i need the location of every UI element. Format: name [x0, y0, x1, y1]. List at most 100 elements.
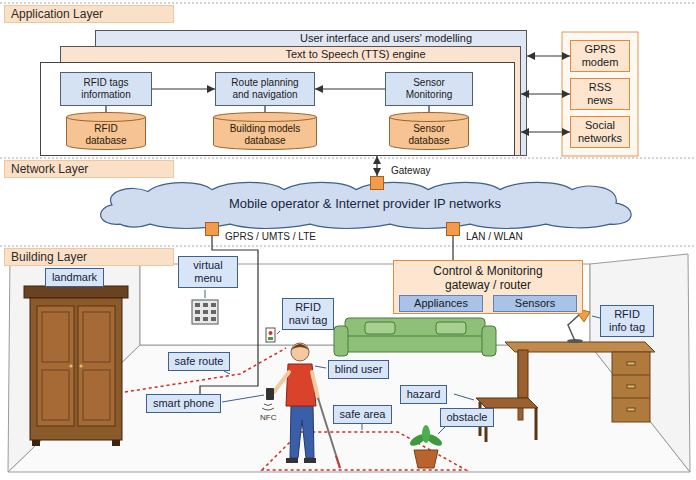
leader-line	[277, 331, 280, 334]
keypad	[203, 310, 208, 314]
keypad	[195, 317, 200, 321]
plant	[408, 425, 444, 468]
wardrobe	[42, 312, 69, 362]
node-text: Sensors	[515, 297, 555, 310]
sofa	[334, 318, 496, 356]
sofa	[436, 322, 466, 334]
callout-box: safe route	[168, 352, 230, 371]
sofa	[340, 336, 490, 352]
node-text: safe route	[175, 355, 224, 368]
process-box: Sensor Monitoring	[385, 72, 473, 106]
layer-divider	[0, 3, 696, 4]
blind-user-figure	[286, 458, 298, 463]
room	[590, 254, 690, 472]
node-text: User interface and users' modelling	[245, 31, 527, 45]
callout-box: obstacle	[440, 408, 494, 427]
layer-band: Building Layer	[4, 248, 174, 266]
connector	[521, 93, 570, 94]
chair	[476, 398, 538, 408]
callout-box: hazard	[400, 385, 447, 404]
keypad	[203, 317, 208, 321]
leader-line	[438, 427, 445, 434]
wardrobe	[24, 286, 128, 298]
node-text: smart phone	[153, 397, 214, 410]
plant	[414, 450, 438, 468]
cylinder-body	[390, 113, 469, 150]
callout-box: smart phone	[146, 394, 221, 413]
keypad	[195, 303, 200, 307]
device-box: Appliances	[399, 295, 483, 312]
keypad	[211, 317, 216, 321]
node-text: RSS news	[577, 81, 623, 107]
nfc-waves	[262, 404, 274, 410]
wardrobe	[42, 370, 69, 420]
leader-line	[315, 366, 326, 368]
stack-box: Text to Speech (TTS) engineRFID tags inf…	[40, 46, 521, 156]
desk	[627, 362, 635, 365]
desk	[612, 375, 650, 376]
chair	[535, 408, 538, 440]
blind-user-figure	[291, 343, 309, 361]
callout-box: landmark	[45, 268, 104, 287]
leader-line	[454, 394, 474, 400]
process-box: Route planning and navigation	[215, 72, 315, 106]
layer-band: Application Layer	[4, 5, 174, 23]
room	[8, 254, 140, 472]
wardrobe	[83, 312, 110, 362]
sofa	[334, 326, 348, 356]
cylinder-rim	[67, 117, 146, 122]
leader-line	[592, 316, 600, 318]
network-cloud: Mobile operator & Internet provider IP n…	[90, 180, 640, 228]
desk	[627, 385, 635, 388]
node-text: blind user	[335, 363, 383, 376]
desk	[612, 398, 650, 399]
wardrobe	[79, 364, 82, 367]
node-text: Sensor Monitoring	[392, 77, 466, 101]
rfid-tag-symbol	[269, 331, 273, 335]
callout-box: RFID navi tag	[282, 298, 334, 330]
node-text: Social networks	[577, 119, 623, 145]
sofa	[482, 326, 496, 356]
callout-box: blind user	[328, 360, 389, 379]
node-text: LAN / WLAN	[466, 231, 523, 243]
leader-line	[205, 290, 600, 434]
service-box: GPRS modem	[570, 40, 630, 72]
process-box: RFID tags information	[60, 72, 152, 106]
node-text: RFID navi tag	[288, 301, 328, 327]
node-text: hazard	[407, 388, 441, 401]
service-group	[562, 32, 638, 156]
connector	[264, 106, 265, 112]
blind-user-figure	[274, 372, 289, 392]
callout-box: RFID info tag	[600, 305, 654, 337]
node-text: RFID tags information	[67, 77, 145, 101]
wardrobe	[112, 440, 120, 446]
leader-line	[205, 290, 206, 298]
cloud-shape	[101, 182, 631, 228]
desk	[505, 342, 655, 422]
keypad	[192, 300, 218, 324]
connector	[376, 156, 377, 176]
service-box: Social networks	[570, 116, 630, 148]
node-text: RFID database	[76, 123, 136, 147]
cylinder-rim	[390, 117, 469, 122]
connector	[428, 106, 429, 112]
node-text: Network Layer	[11, 162, 88, 176]
wardrobe	[30, 298, 122, 440]
blind-user-figure	[336, 456, 340, 468]
keypad	[211, 310, 216, 314]
database-cylinder: RFID database	[66, 112, 146, 150]
node-text: Route planning and navigation	[226, 77, 304, 101]
wardrobe	[24, 286, 128, 446]
nfc-waves	[264, 404, 272, 406]
connector	[105, 106, 106, 112]
layer-divider	[0, 246, 696, 247]
sofa	[365, 322, 395, 334]
blind-user-figure	[266, 388, 274, 400]
rfid-tag-symbol	[266, 328, 275, 342]
wardrobe	[78, 306, 115, 426]
port-square: GPRS / UMTS / LTE	[205, 222, 219, 236]
leader-line	[224, 371, 230, 374]
cylinder-body	[67, 113, 146, 150]
